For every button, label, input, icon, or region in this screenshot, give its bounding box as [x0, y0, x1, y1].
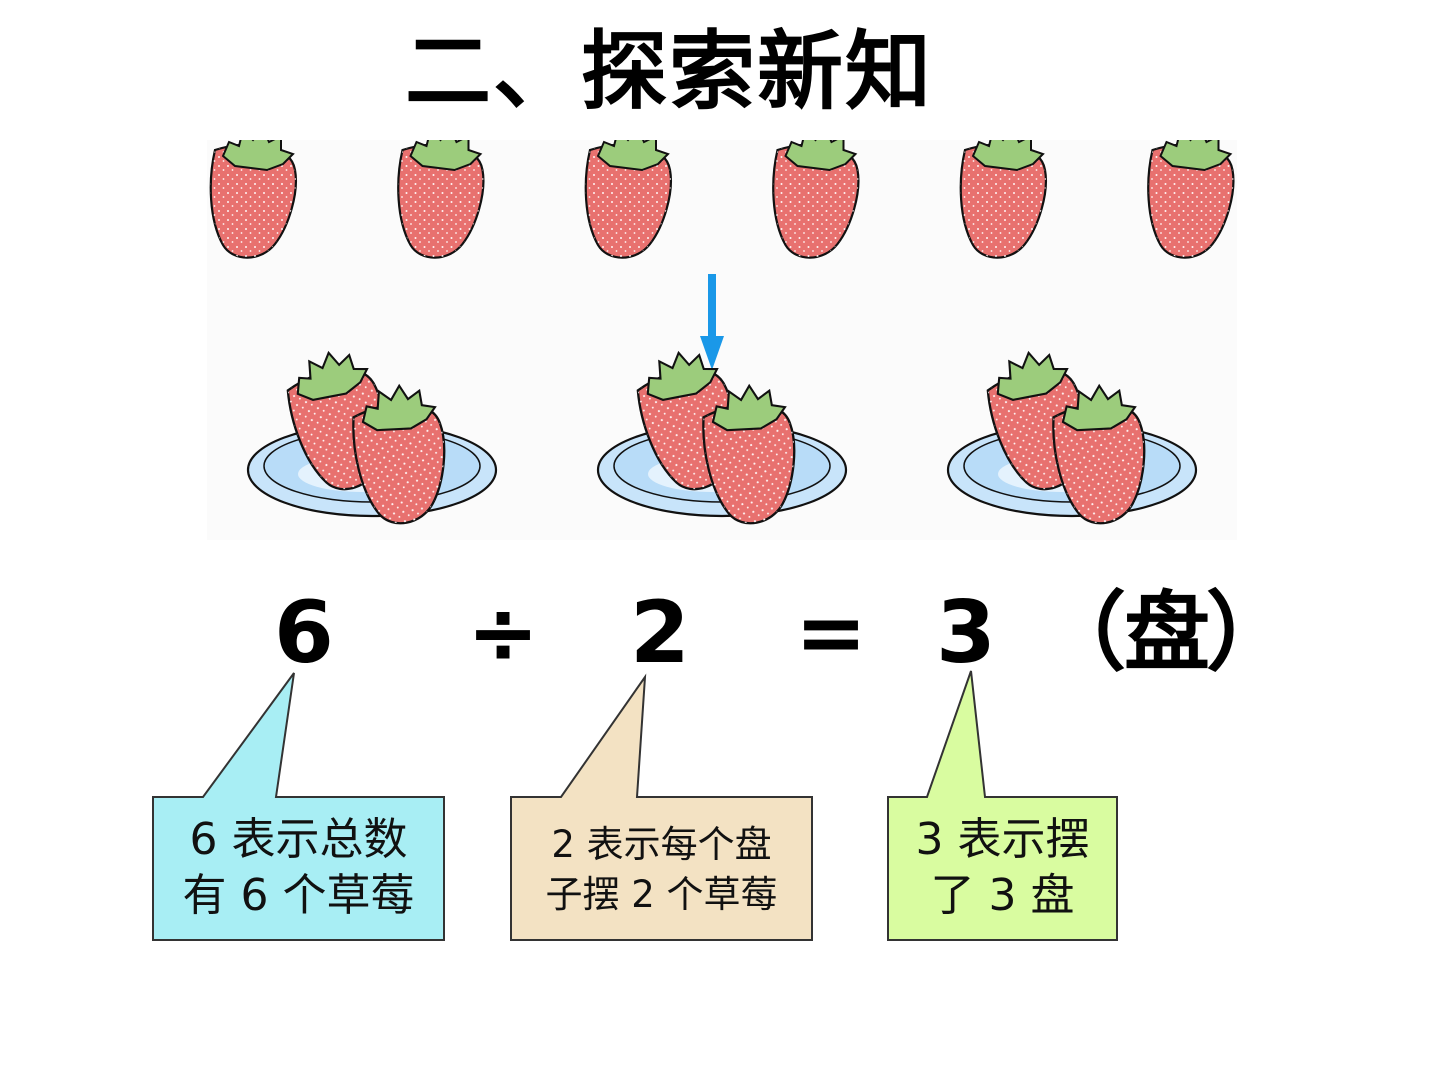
callout-2-line1: 2 表示每个盘 — [551, 823, 772, 866]
callout-3-line2: 了 3 盘 — [930, 870, 1075, 921]
quotient: 3 — [936, 583, 996, 683]
equals-sign: = — [795, 583, 868, 683]
close-paren: ） — [1206, 583, 1292, 683]
dividend: 6 — [274, 583, 334, 683]
division-sign: ÷ — [467, 583, 540, 683]
callout-1-text: 6 表示总数 有 6 个草莓 — [153, 812, 444, 924]
callout-1-line1: 6 表示总数 — [189, 814, 408, 865]
callout-3-line1: 3 表示摆 — [915, 814, 1090, 865]
open-paren: （ — [1040, 583, 1126, 683]
callout-2-line2: 子摆 2 个草莓 — [545, 873, 778, 916]
strawberry-illustration — [207, 140, 1237, 540]
callout-1-line2: 有 6 个草莓 — [182, 870, 415, 921]
divisor: 2 — [630, 583, 690, 683]
page-title: 二、探索新知 — [405, 22, 933, 122]
callout-2-text: 2 表示每个盘 子摆 2 个草莓 — [511, 820, 812, 920]
callout-3-text: 3 表示摆 了 3 盘 — [888, 812, 1117, 924]
down-arrow-icon — [700, 274, 724, 370]
unit: 盘 — [1124, 583, 1210, 683]
